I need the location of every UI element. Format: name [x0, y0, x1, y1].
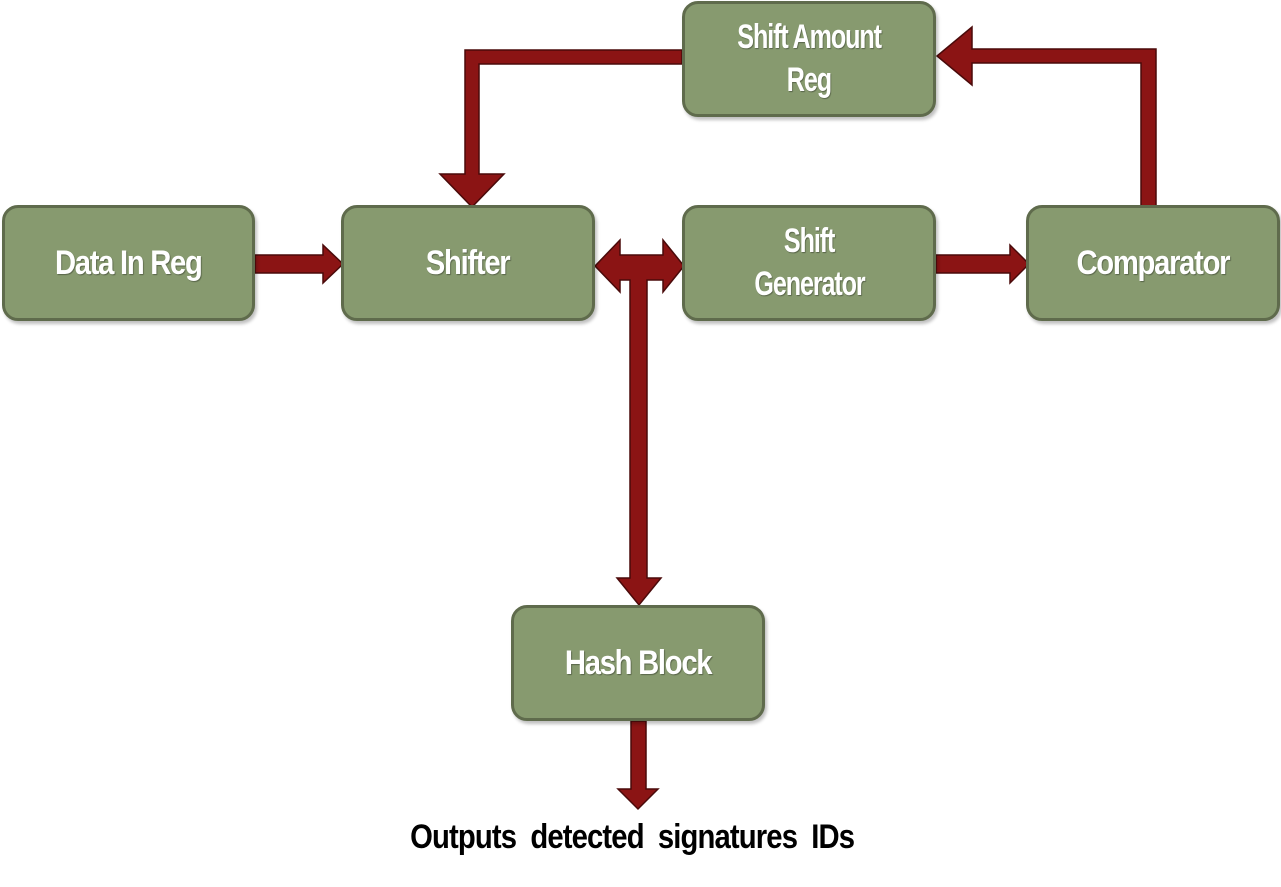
arrow-shifter-shiftgen-hash-bus	[593, 237, 685, 607]
shift-amount-reg-label-line1: Shift Amount	[737, 18, 882, 56]
shift-amount-reg-label-line2: Reg	[786, 61, 832, 99]
data-in-reg-label: Data In Reg	[55, 243, 203, 282]
shift-amount-reg-label: Shift Amount Reg	[726, 16, 893, 102]
comparator-block: Comparator	[1026, 205, 1280, 321]
hash-block-label: Hash Block	[564, 643, 713, 682]
shift-generator-block: Shift Generator	[682, 205, 936, 321]
arrow-comparator-to-shift-amount-reg	[935, 25, 1157, 208]
shift-amount-reg-block: Shift Amount Reg	[682, 1, 936, 117]
shifter-block: Shifter	[341, 205, 595, 321]
shift-generator-label: Shift Generator	[745, 220, 873, 306]
output-caption-text: Outputs detected signatures IDs	[409, 818, 855, 856]
arrow-hash-to-output	[616, 720, 660, 811]
data-in-reg-block: Data In Reg	[2, 205, 255, 321]
arrow-data-in-to-shifter	[254, 243, 345, 285]
comparator-label: Comparator	[1076, 243, 1231, 282]
hash-block: Hash Block	[511, 605, 765, 721]
arrow-shift-amount-reg-to-shifter	[438, 49, 683, 209]
arrow-shift-generator-to-comparator	[935, 243, 1031, 285]
shift-generator-label-line2: Generator	[753, 265, 865, 303]
shift-generator-label-line1: Shift	[783, 222, 835, 260]
shifter-label: Shifter	[426, 243, 511, 282]
output-caption: Outputs detected signatures IDs	[0, 818, 1264, 857]
